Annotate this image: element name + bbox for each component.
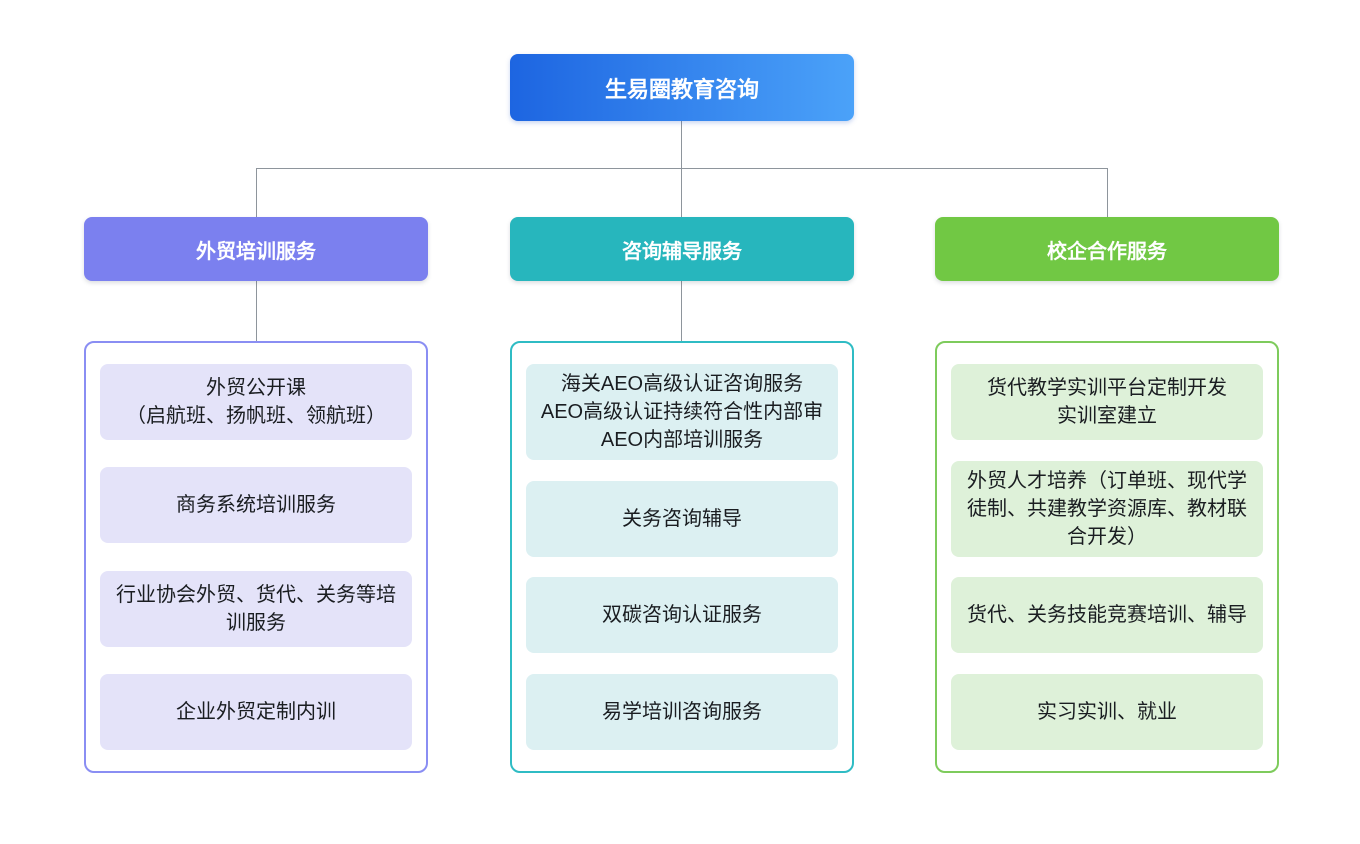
service-item: 关务咨询辅导 [526, 480, 838, 557]
connector-root-drop [681, 121, 682, 168]
service-item: 外贸公开课 （启航班、扬帆班、领航班） [100, 364, 412, 440]
branch-group-school-enterprise: 货代教学实训平台定制开发 实训室建立 外贸人才培养（订单班、现代学徒制、共建教学… [935, 341, 1279, 773]
service-item: 企业外贸定制内训 [100, 673, 412, 750]
branch-header-school-enterprise: 校企合作服务 [935, 217, 1279, 281]
connector-branch-1-group [256, 281, 257, 341]
root-node-label: 生易圈教育咨询 [604, 76, 759, 102]
service-item: 外贸人才培养（订单班、现代学徒制、共建教学资源库、教材联合开发） [951, 460, 1263, 557]
connector-branch-1-drop [256, 168, 257, 217]
connector-branch-2-drop [681, 168, 682, 217]
service-item: 海关AEO高级认证咨询服务 AEO高级认证持续符合性内部审 AEO内部培训服务 [526, 364, 838, 460]
root-node: 生易圈教育咨询 [510, 54, 854, 121]
service-item: 商务系统培训服务 [100, 467, 412, 544]
branch-header-label: 咨询辅导服务 [622, 240, 742, 263]
branch-header-label: 校企合作服务 [1047, 240, 1167, 263]
service-item: 货代教学实训平台定制开发 实训室建立 [951, 364, 1263, 440]
service-item: 货代、关务技能竞赛培训、辅导 [951, 577, 1263, 654]
service-item: 双碳咨询认证服务 [526, 577, 838, 654]
connector-branch-3-drop [1107, 168, 1108, 217]
branch-group-consulting-coaching: 海关AEO高级认证咨询服务 AEO高级认证持续符合性内部审 AEO内部培训服务 … [510, 341, 854, 773]
branch-header-consulting-coaching: 咨询辅导服务 [510, 217, 854, 281]
branch-header-label: 外贸培训服务 [196, 240, 316, 263]
connector-branch-2-group [681, 281, 682, 341]
branch-group-foreign-trade-training: 外贸公开课 （启航班、扬帆班、领航班） 商务系统培训服务 行业协会外贸、货代、关… [84, 341, 428, 773]
service-item: 易学培训咨询服务 [526, 673, 838, 750]
service-item: 实习实训、就业 [951, 673, 1263, 750]
branch-header-foreign-trade-training: 外贸培训服务 [84, 217, 428, 281]
service-item: 行业协会外贸、货代、关务等培训服务 [100, 570, 412, 647]
